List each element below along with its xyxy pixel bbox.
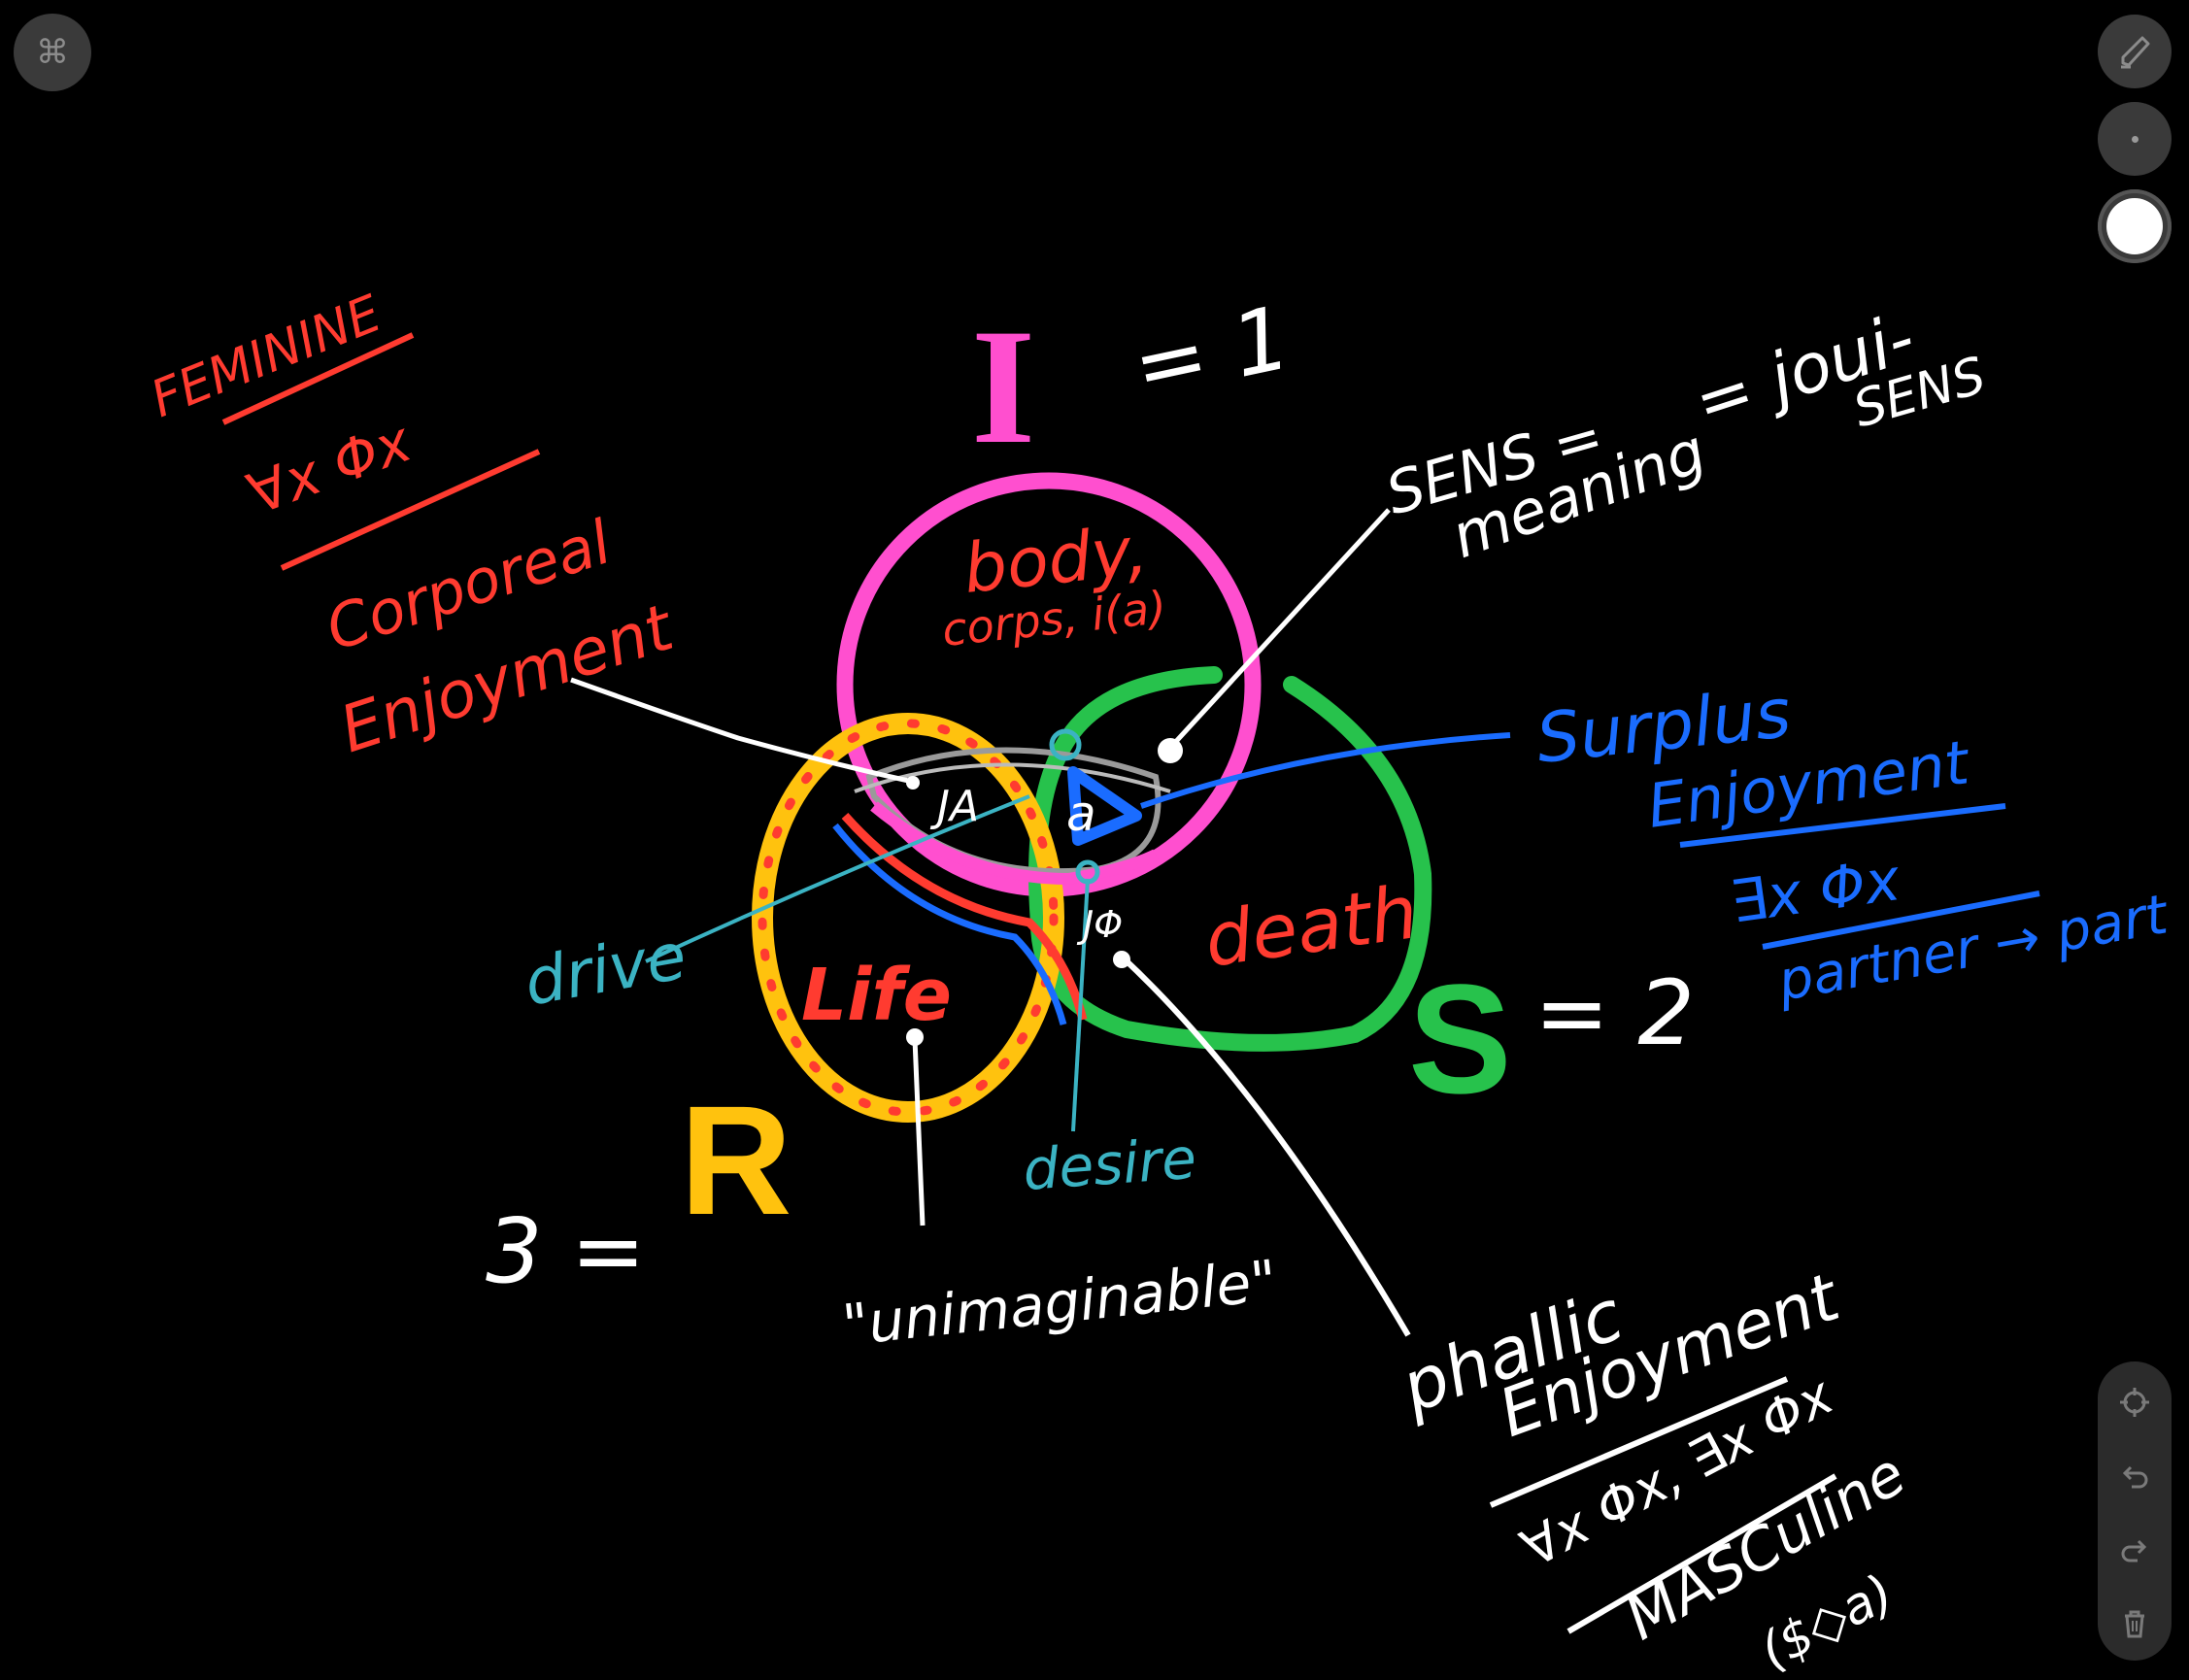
surplus-connector <box>1140 732 1511 809</box>
feminine-label: FEMININE <box>143 285 388 429</box>
object-a-triangle <box>1067 766 1142 846</box>
desire-label: desire <box>1021 1126 1198 1203</box>
connector-dot <box>1158 738 1183 763</box>
trash-icon <box>2125 1610 2144 1638</box>
imaginary-inner-arc <box>870 801 1159 886</box>
undo-button[interactable] <box>2098 1439 2172 1513</box>
redo-icon <box>2121 1539 2147 1562</box>
imaginary-equals: = 1 <box>1125 286 1299 419</box>
life-label: Life <box>801 954 952 1037</box>
object-a-label: a <box>1066 786 1096 842</box>
recenter-button[interactable] <box>2098 1365 2172 1439</box>
connector-dot <box>906 776 920 790</box>
unimaginable-connector <box>912 1038 926 1226</box>
symbolic-ring <box>1028 666 1432 1052</box>
connector-dot <box>906 1028 924 1046</box>
surplus-formula-underline <box>1762 890 2040 950</box>
symbolic-letter: S <box>1408 952 1512 1126</box>
drive-label: drive <box>519 919 691 1021</box>
masc-formula-underline <box>1566 1473 1837 1634</box>
undo-icon <box>2122 1465 2148 1489</box>
sens-connector <box>1168 508 1391 750</box>
bottom-tool-panel <box>2098 1361 2172 1661</box>
pen-tool-button[interactable] <box>2098 15 2172 88</box>
real-equals: 3 = <box>486 1199 646 1303</box>
menu-button[interactable]: ⌘ <box>14 14 91 91</box>
ja-label: JA <box>929 782 979 831</box>
connector-dot <box>1113 951 1130 968</box>
real-ring-dots <box>758 719 1059 1117</box>
desire-connector <box>1071 878 1090 1132</box>
corporeal-connector <box>570 677 914 785</box>
highlighter-icon <box>2121 36 2150 69</box>
symbolic-equals: = 2 <box>1534 961 1695 1065</box>
small-dot-icon <box>2131 135 2138 143</box>
clear-button[interactable] <box>2098 1587 2172 1661</box>
phallic-connector <box>1119 954 1411 1337</box>
body-label: body, <box>960 511 1151 609</box>
drive-band-blue <box>832 823 1067 1025</box>
brush-size-large-button[interactable] <box>2098 189 2172 263</box>
feminine-formula: ∀x Φx <box>240 408 421 527</box>
death-label: death <box>1199 868 1423 984</box>
feminine-underline <box>221 332 415 425</box>
crosshair-icon <box>2120 1388 2149 1417</box>
teal-node-top <box>1049 728 1082 761</box>
brush-size-small-button[interactable] <box>2098 102 2172 176</box>
redo-button[interactable] <box>2098 1513 2172 1587</box>
drive-connector <box>645 794 1030 963</box>
command-icon: ⌘ <box>36 33 69 72</box>
unimaginable-label: "unimaginable" <box>839 1247 1280 1359</box>
surplus-underline <box>1679 803 2006 848</box>
imaginary-letter: I <box>971 295 1035 478</box>
feminine-formula-underline <box>280 449 541 571</box>
large-dot-icon <box>2106 198 2163 254</box>
real-letter: R <box>680 1073 792 1247</box>
jphi-label: JΦ <box>1076 903 1123 946</box>
phallic-underline <box>1489 1376 1789 1508</box>
